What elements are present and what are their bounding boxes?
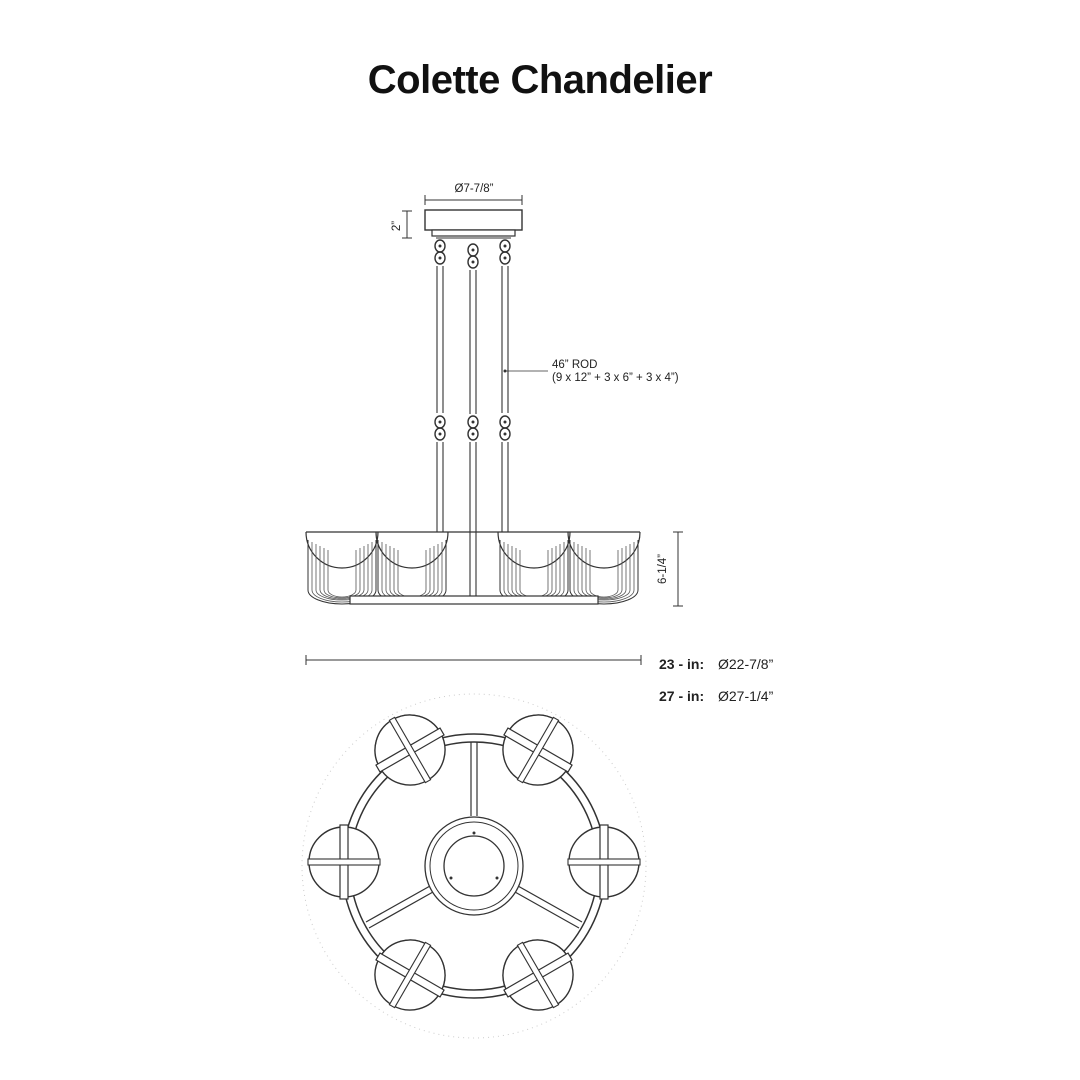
body-height-dimension: 6-1/4” xyxy=(657,531,683,607)
overall-diameter-dimension xyxy=(305,655,642,665)
rod-callout: 46” ROD (9 x 12” + 3 x 6” + 3 x 4”) xyxy=(503,359,679,384)
canopy-diameter-label: Ø7-7/8” xyxy=(455,183,494,195)
size-label-27: 27 - in: xyxy=(659,688,704,704)
rod-composition-label: (9 x 12” + 3 x 6” + 3 x 4”) xyxy=(552,372,679,384)
size-table: 23 - in: Ø22-7/8” 27 - in: Ø27-1/4” xyxy=(659,656,774,704)
plan-view xyxy=(301,693,647,1039)
size-value-23: Ø22-7/8” xyxy=(718,656,774,672)
rods xyxy=(436,266,509,414)
size-value-27: Ø27-1/4” xyxy=(718,688,774,704)
body-height-label: 6-1/4” xyxy=(657,554,669,584)
elevation-view: Ø7-7/8” 2” 46” ROD (9 x 1 xyxy=(305,183,683,665)
canopy xyxy=(424,209,523,239)
rod-length-label: 46” ROD xyxy=(552,359,597,371)
size-label-23: 23 - in: xyxy=(659,656,704,672)
canopy-height-dimension: 2” xyxy=(391,210,412,239)
chandelier-body xyxy=(305,531,641,605)
canopy-height-label: 2” xyxy=(391,221,403,231)
canopy-diameter-dimension: Ø7-7/8” xyxy=(424,183,523,205)
page-title: Colette Chandelier xyxy=(367,58,713,102)
